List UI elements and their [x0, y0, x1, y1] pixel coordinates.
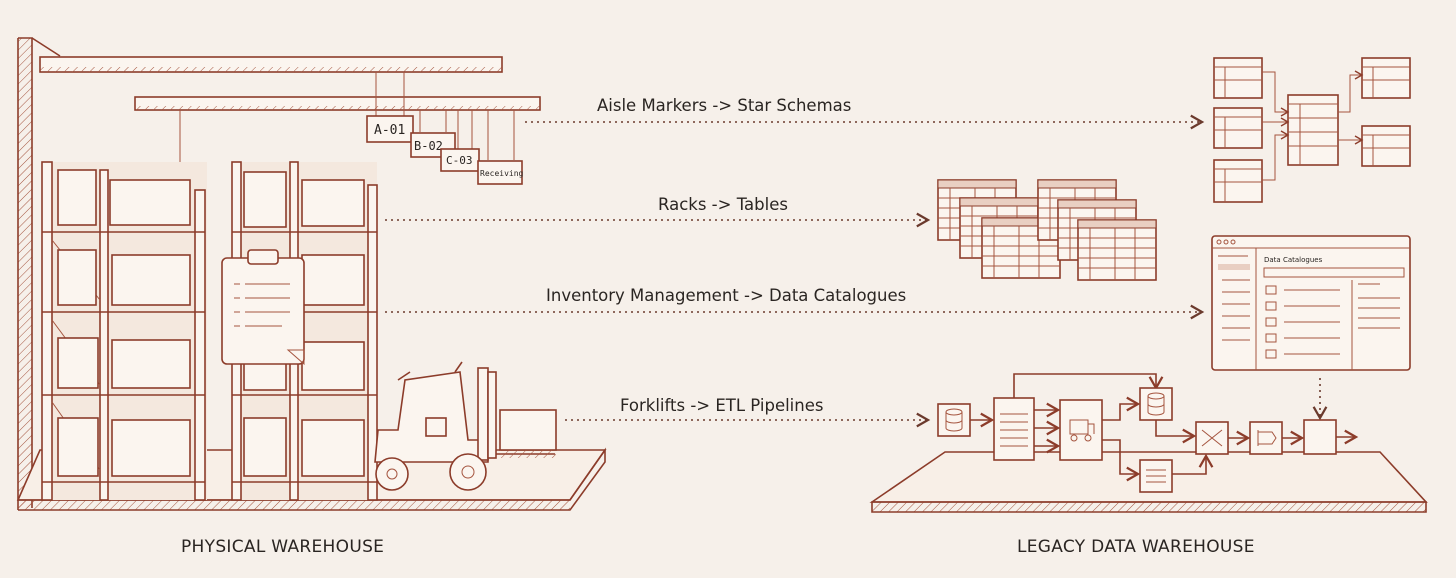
wall — [18, 38, 32, 508]
database-icon — [938, 404, 970, 436]
mapping-label-inventory-management: Inventory Management -> Data Catalogues — [546, 286, 906, 305]
load-database-icon — [1140, 388, 1172, 420]
caption-legacy-data-warehouse: LEGACY DATA WAREHOUSE — [1017, 537, 1255, 557]
data-catalogue-window: Data Catalogues — [1212, 236, 1410, 370]
aisle-tag-1: B-02 — [414, 139, 443, 153]
transform-stage — [1060, 400, 1102, 460]
legacy-data-warehouse-illustration: Data Catalogues — [872, 58, 1426, 512]
mapping-label-racks: Racks -> Tables — [658, 195, 788, 214]
merge-stage — [1196, 422, 1228, 454]
aisle-marker-signs: A-01 B-02 C-03 Receiving — [367, 72, 524, 184]
filter-stage — [1140, 460, 1172, 492]
caption-physical-warehouse: PHYSICAL WAREHOUSE — [181, 537, 384, 557]
output-stage — [1304, 420, 1336, 454]
aisle-tag-0: A-01 — [374, 123, 405, 138]
quality-check-stage — [1250, 422, 1282, 454]
tables-stack — [938, 180, 1156, 280]
aisle-tag-2: C-03 — [446, 154, 473, 167]
mapping-label-aisle-markers: Aisle Markers -> Star Schemas — [597, 96, 851, 115]
aisle-tag-3: Receiving — [480, 169, 524, 178]
catalogue-title: Data Catalogues — [1264, 256, 1323, 264]
extract-stage — [994, 398, 1034, 460]
star-schema-diagram — [1214, 58, 1410, 202]
clipboard-icon — [222, 250, 304, 364]
storage-rack-left — [42, 162, 207, 500]
physical-warehouse-illustration: A-01 B-02 C-03 Receiving — [18, 38, 605, 510]
schema-table — [1214, 58, 1262, 98]
mapping-label-forklifts: Forklifts -> ETL Pipelines — [620, 396, 823, 415]
